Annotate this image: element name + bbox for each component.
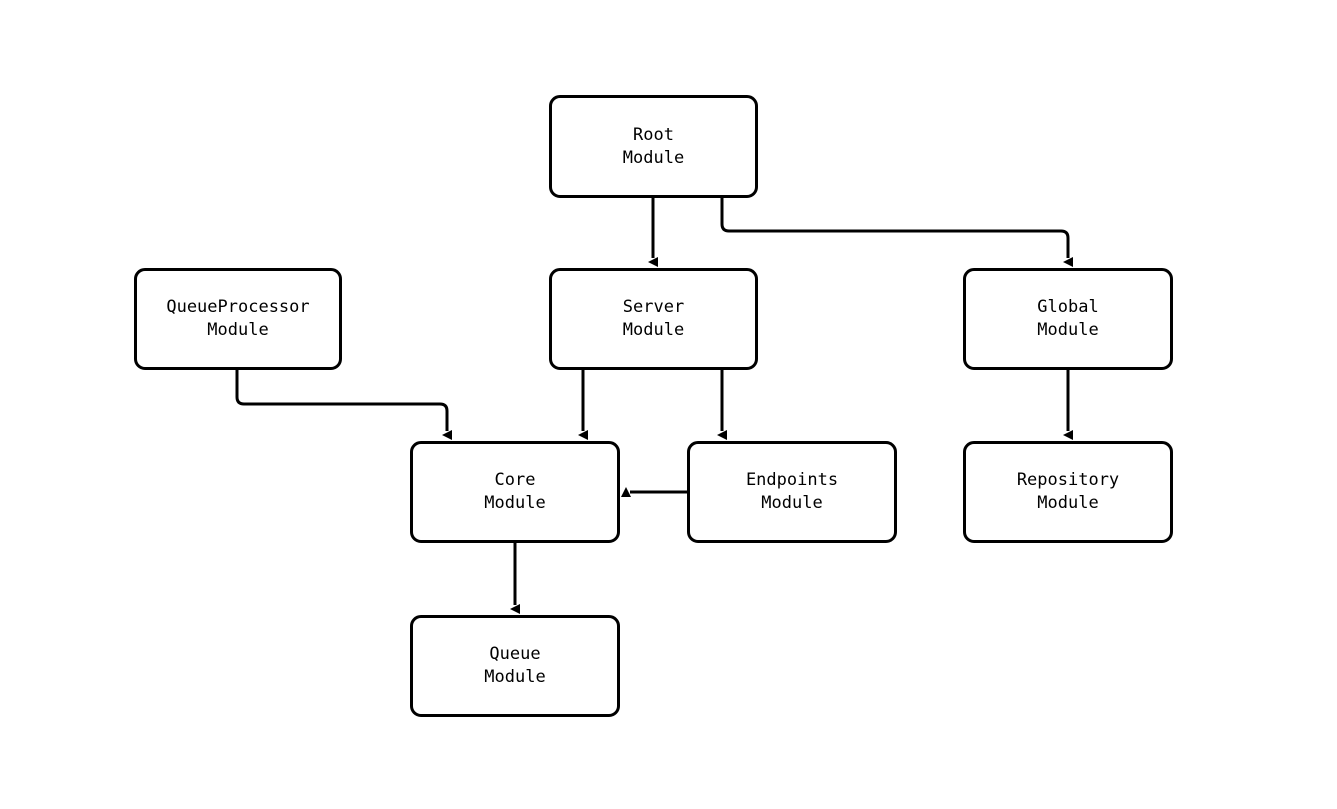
node-server-suffix: Module xyxy=(622,320,685,340)
node-queue-suffix: Module xyxy=(484,667,546,687)
node-global-name: Global xyxy=(1037,297,1099,317)
node-repository-name: Repository xyxy=(1016,470,1120,490)
node-root-name: Root xyxy=(633,124,674,145)
node-core-suffix: Module xyxy=(484,493,546,513)
node-endpoints-name: Endpoints xyxy=(745,470,839,490)
node-queue-name: Queue xyxy=(489,644,541,664)
edge-root-to-global: Root Module depends on Global Module xyxy=(720,198,1073,267)
edge-group: Root Module depends on Server ModuleRoot… xyxy=(235,198,1073,614)
node-endpoints-suffix: Module xyxy=(761,493,823,513)
node-queueprocessor-suffix: Module xyxy=(207,320,269,340)
node-repository-suffix: Module xyxy=(1037,493,1099,513)
node-server-name: Server xyxy=(622,297,685,317)
node-root-suffix: Module xyxy=(622,147,685,168)
node-global-suffix: Module xyxy=(1037,320,1099,340)
node-queueprocessor-name: QueueProcessor xyxy=(166,297,310,317)
node-core-name: Core xyxy=(494,470,536,490)
edge-queueprocessor-to-core: QueueProcessor Module depends on Core Mo… xyxy=(235,370,452,440)
